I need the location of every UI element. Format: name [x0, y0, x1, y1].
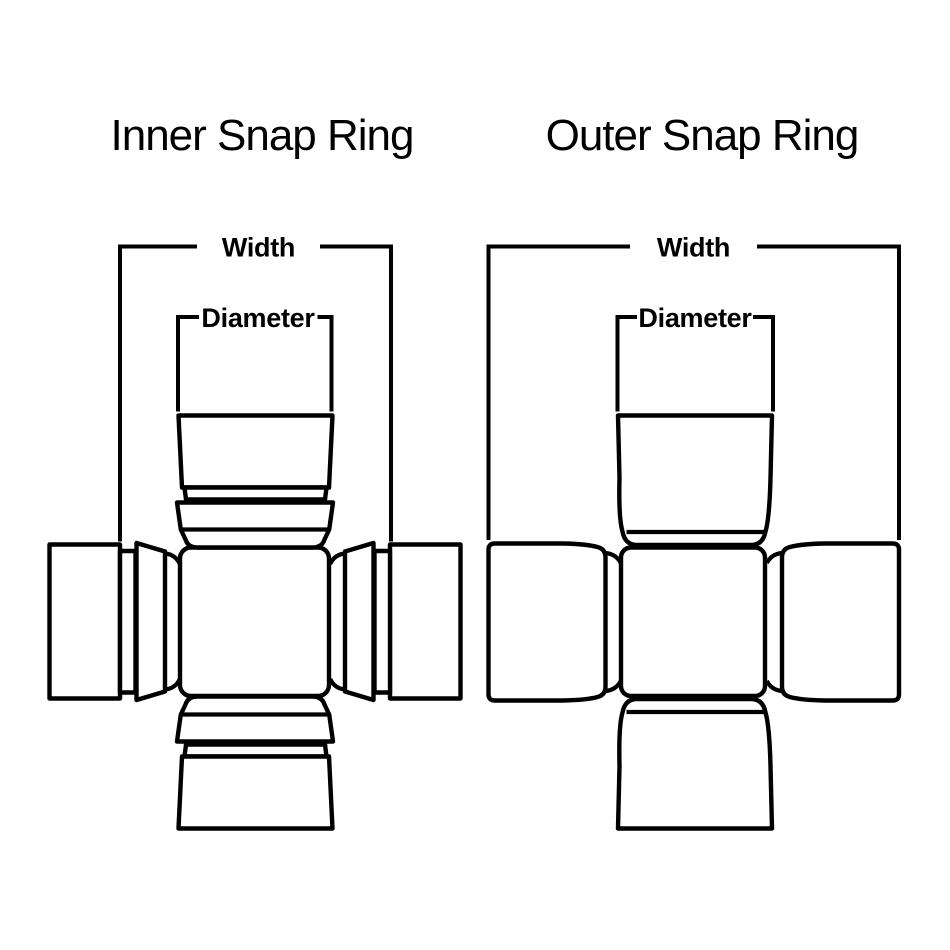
inner-snap-ring-diagram: Inner Snap Ring Width Diameter [47, 111, 463, 831]
outer-left-top-fillet [605, 550, 623, 565]
inner-right-bearing-cup [387, 542, 463, 701]
inner-left-seal-band [117, 548, 138, 695]
inner-diameter-bracket-right [317, 315, 334, 412]
inner-width-bracket-left [118, 244, 197, 542]
outer-right-top-fillet [764, 550, 783, 565]
outer-diameter-dimension: Diameter [615, 303, 775, 412]
outer-right-bearing-cup [779, 541, 902, 703]
inner-width-label: Width [222, 233, 295, 263]
inner-left-snap-ring-flange [134, 540, 168, 703]
outer-width-label: Width [657, 233, 730, 263]
outer-center-body [618, 545, 768, 699]
outer-width-dimension: Width [486, 233, 901, 540]
inner-diameter-label: Diameter [201, 303, 315, 333]
inner-ujoint-drawing [47, 413, 463, 831]
inner-left-top-fillet [164, 551, 182, 565]
outer-top-bearing-cup [615, 413, 775, 548]
outer-diagram-title: Outer Snap Ring [546, 111, 859, 160]
outer-right-bottom-fillet [764, 679, 783, 694]
inner-diagram-title: Inner Snap Ring [111, 111, 414, 160]
outer-width-bracket-right [757, 244, 901, 540]
inner-width-bracket-right [320, 244, 393, 542]
outer-left-bottom-fillet [605, 679, 623, 694]
outer-diameter-label: Diameter [638, 303, 752, 333]
outer-width-bracket-left [486, 244, 630, 540]
inner-diameter-bracket-left [176, 315, 199, 412]
inner-top-bearing-cup [176, 413, 335, 490]
outer-ujoint-drawing [486, 413, 902, 831]
outer-snap-ring-diagram: Outer Snap Ring Width Diameter [486, 111, 902, 831]
inner-left-bottom-fillet [164, 678, 182, 692]
inner-top-seal-band [182, 485, 329, 502]
inner-bottom-bearing-cup [176, 754, 335, 831]
outer-diameter-bracket-left [615, 315, 637, 412]
inner-right-top-fillet [328, 551, 346, 565]
inner-right-seal-band [372, 548, 393, 695]
outer-diameter-bracket-right [753, 315, 775, 412]
inner-width-dimension: Width [118, 233, 393, 542]
inner-right-bottom-fillet [328, 678, 346, 692]
inner-right-snap-ring-flange [342, 540, 376, 703]
inner-top-snap-ring-flange [174, 500, 336, 550]
inner-diameter-dimension: Diameter [176, 303, 334, 412]
outer-bottom-bearing-cup [615, 696, 775, 831]
outer-left-bearing-cup [486, 541, 608, 703]
inner-left-bearing-cup [47, 542, 123, 701]
inner-bottom-snap-ring-flange [174, 694, 336, 744]
inner-center-body [177, 545, 332, 699]
